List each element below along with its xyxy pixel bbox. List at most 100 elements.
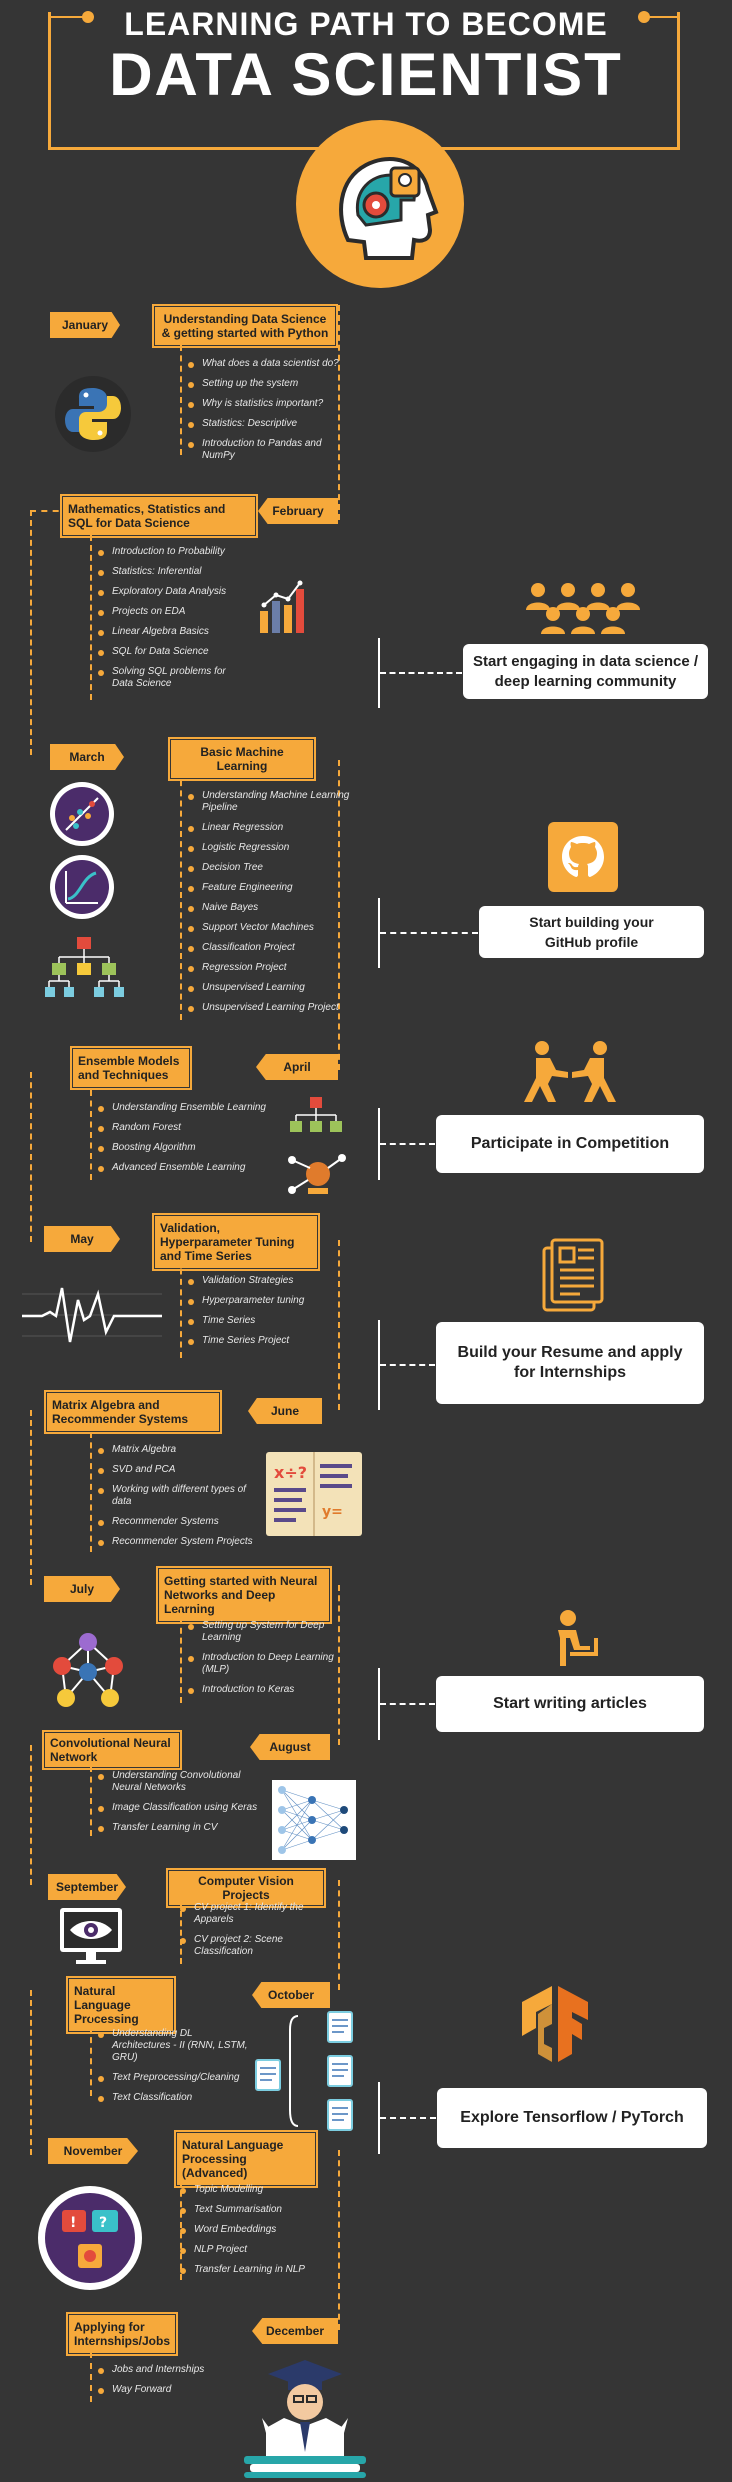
milestone-bar: [378, 2082, 380, 2154]
items-april: Understanding Ensemble Learning Random F…: [98, 1102, 288, 1182]
topic-october: Natural Language Processing: [66, 1976, 176, 2034]
items-september: CV project 1: Identify the Apparels CV p…: [180, 1902, 310, 1966]
month-october: October: [252, 1982, 330, 2008]
milestone-competition-card: Participate in Competition: [436, 1115, 704, 1173]
items-line-april: [90, 1090, 92, 1180]
list-item: Introduction to Keras: [188, 1684, 338, 1696]
list-item: Logistic Regression: [188, 842, 353, 854]
timeline-right-1: [338, 305, 340, 520]
graduate-icon: [230, 2356, 380, 2480]
list-item: Feature Engineering: [188, 882, 353, 894]
items-november: Topic Modelling Text Summarisation Word …: [180, 2184, 330, 2284]
list-item: Time Series Project: [188, 1335, 338, 1347]
list-item: SVD and PCA: [98, 1464, 258, 1476]
decision-tree-icon: [45, 935, 125, 1005]
month-april: April: [256, 1054, 338, 1080]
list-item: Word Embeddings: [180, 2224, 330, 2236]
scatter-plot-icon: [50, 782, 114, 846]
tensorflow-icon: [518, 1984, 592, 2064]
milestone-dash: [380, 2117, 436, 2119]
list-item: Support Vector Machines: [188, 922, 353, 934]
list-item: Setting up System for Deep Learning: [188, 1620, 338, 1644]
header-title-line1: LEARNING PATH TO BECOME: [124, 6, 608, 42]
month-january: January: [50, 312, 120, 338]
list-item: Regression Project: [188, 962, 353, 974]
list-item: NLP Project: [180, 2244, 330, 2256]
curve-chart-icon: [50, 855, 114, 919]
milestone-articles-card: Start writing articles: [436, 1676, 704, 1732]
list-item: Introduction to Deep Learning (MLP): [188, 1652, 338, 1676]
svg-text:!: !: [70, 2215, 76, 2231]
list-item: Decision Tree: [188, 862, 353, 874]
milestone-dash: [380, 1703, 435, 1705]
list-item: Hyperparameter tuning: [188, 1295, 338, 1307]
items-october: Understanding DL Architectures - II (RNN…: [98, 2028, 253, 2112]
ensemble-icon: [286, 1152, 346, 1202]
list-item: Text Summarisation: [180, 2204, 330, 2216]
list-item: Recommender Systems: [98, 1516, 258, 1528]
milestone-dash: [380, 1143, 435, 1145]
resume-icon: [540, 1238, 606, 1314]
month-august: August: [250, 1734, 330, 1760]
timeline-left-2: [30, 1072, 32, 1242]
timeline-h-1: [30, 510, 70, 512]
list-item: Understanding Ensemble Learning: [98, 1102, 288, 1114]
items-line-november: [180, 2170, 182, 2280]
list-item: Exploratory Data Analysis: [98, 586, 248, 598]
python-logo-icon: [55, 376, 131, 452]
list-item: Classification Project: [188, 942, 353, 954]
heartbeat-icon: [22, 1280, 162, 1350]
items-line-february: [90, 535, 92, 700]
list-item: Image Classification using Keras: [98, 1802, 268, 1814]
svg-text:?: ?: [99, 2215, 107, 2231]
brain-head-icon: [296, 120, 464, 288]
timeline-left-5: [30, 1990, 32, 2155]
bar-chart-icon: [258, 575, 314, 635]
neural-network-icon: [46, 1630, 130, 1714]
topic-july: Getting started with Neural Networks and…: [156, 1566, 332, 1624]
list-item: Linear Algebra Basics: [98, 626, 248, 638]
audience-icon: [518, 580, 648, 636]
items-july: Setting up System for Deep Learning Intr…: [188, 1620, 338, 1704]
milestone-dash: [380, 1364, 435, 1366]
cnn-icon: [272, 1780, 356, 1860]
list-item: Setting up the system: [188, 378, 348, 390]
topic-april: Ensemble Models and Techniques: [70, 1046, 192, 1090]
items-line-december: [90, 2352, 92, 2402]
items-june: Matrix Algebra SVD and PCA Working with …: [98, 1444, 258, 1556]
list-item: Understanding Machine Learning Pipeline: [188, 790, 353, 814]
items-line-june: [90, 1432, 92, 1552]
list-item: SQL for Data Science: [98, 646, 248, 658]
list-item: Introduction to Pandas and NumPy: [188, 438, 348, 462]
items-line-october: [90, 2016, 92, 2096]
milestone-bar: [378, 638, 380, 708]
timeline-right-5: [338, 1880, 340, 1990]
milestone-resume-card: Build your Resume and apply for Internsh…: [436, 1322, 704, 1404]
list-item: Statistics: Descriptive: [188, 418, 348, 430]
timeline-left-1: [30, 510, 32, 755]
svg-text:x÷?: x÷?: [274, 1463, 307, 1482]
svg-text:y=: y=: [322, 1504, 343, 1520]
milestone-frameworks-card: Explore Tensorflow / PyTorch: [437, 2088, 707, 2148]
list-item: Linear Regression: [188, 822, 353, 834]
list-item: Solving SQL problems for Data Science: [98, 666, 248, 690]
header-dot-right: [638, 11, 650, 23]
list-item: Boosting Algorithm: [98, 1142, 288, 1154]
matrix-book-icon: x÷? y=: [264, 1448, 364, 1540]
items-line-january: [180, 345, 182, 455]
tree-icon: [286, 1095, 346, 1145]
header-dot-left: [82, 11, 94, 23]
items-line-august: [90, 1766, 92, 1836]
milestone-community-card: Start engaging in data science / deep le…: [463, 644, 708, 699]
items-february: Introduction to Probability Statistics: …: [98, 546, 248, 698]
milestone-bar: [378, 1108, 380, 1180]
milestone-bar: [378, 1320, 380, 1410]
list-item: Recommender System Projects: [98, 1536, 258, 1548]
milestone-dash: [380, 932, 478, 934]
month-june: June: [248, 1398, 322, 1424]
milestone-bar: [378, 898, 380, 968]
topic-september: Computer Vision Projects: [166, 1868, 326, 1908]
items-line-may: [180, 1258, 182, 1358]
list-item: Unsupervised Learning Project: [188, 1002, 353, 1014]
list-item: Introduction to Probability: [98, 546, 248, 558]
